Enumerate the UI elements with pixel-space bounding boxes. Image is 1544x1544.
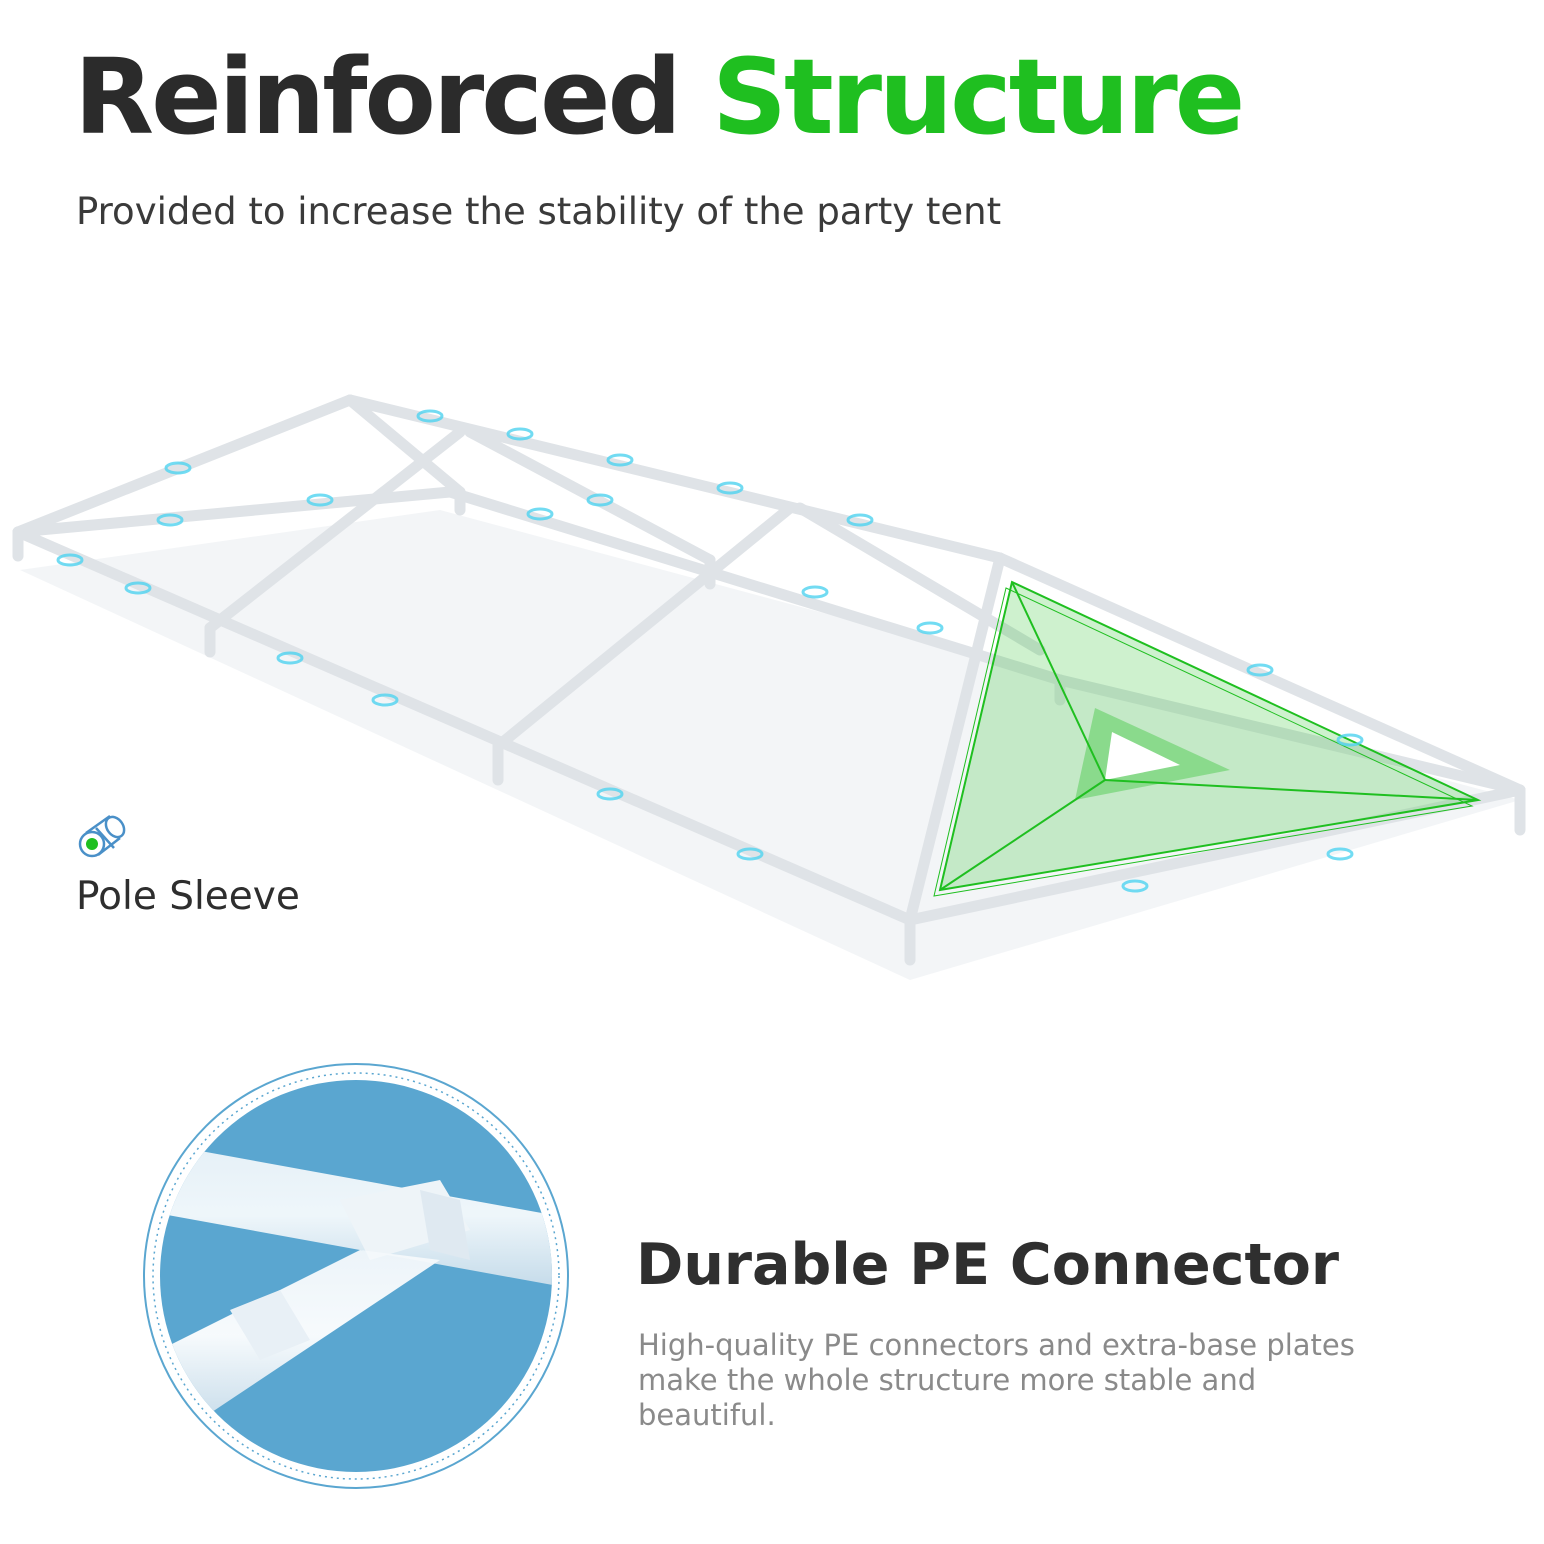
connector-closeup bbox=[143, 1063, 569, 1489]
pole-sleeves bbox=[56, 409, 1364, 893]
headline-main: Reinforced bbox=[74, 36, 682, 158]
subtitle: Provided to increase the stability of th… bbox=[76, 190, 1002, 233]
pole-sleeve-label: Pole Sleeve bbox=[76, 874, 300, 919]
frame-poles bbox=[12, 394, 1526, 966]
tent-frame-illustration bbox=[12, 394, 1526, 980]
reinforced-triangle bbox=[933, 580, 1482, 897]
frame-shadow bbox=[20, 510, 1520, 980]
connector-description: High-quality PE connectors and extra-bas… bbox=[638, 1328, 1355, 1432]
headline: Reinforced Structure bbox=[74, 40, 1245, 154]
pole-sleeve-icon bbox=[78, 814, 126, 858]
headline-accent: Structure bbox=[712, 36, 1245, 158]
connector-title: Durable PE Connector bbox=[636, 1232, 1339, 1298]
